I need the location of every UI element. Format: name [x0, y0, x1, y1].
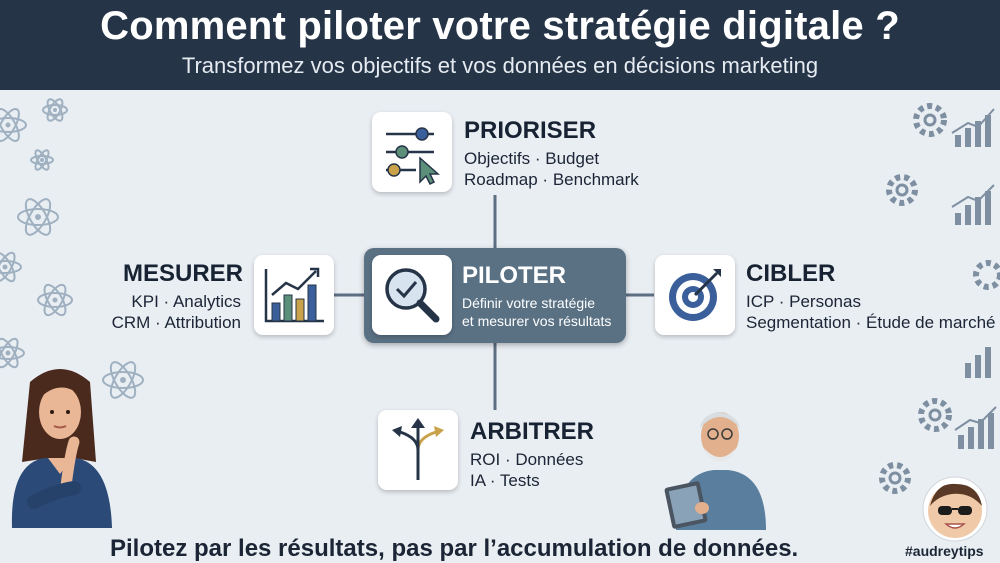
prioriser-icon-card — [372, 112, 452, 192]
cibler-line-2: Segmentation · Étude de marché — [746, 313, 996, 332]
branching-arrows-icon — [392, 418, 444, 480]
prioriser-line-1: Objectifs · Budget — [464, 149, 600, 168]
gear-icon — [879, 103, 1000, 494]
bar-chart-icon — [264, 267, 324, 323]
atom-icon — [0, 98, 73, 369]
mesurer-title: MESURER — [123, 260, 244, 287]
avatar — [922, 476, 988, 542]
sliders-cursor-icon — [386, 127, 440, 186]
cibler-title: CIBLER — [746, 260, 836, 287]
piloter-line-1: Définir votre stratégie — [462, 295, 596, 311]
thinking-woman-illustration — [11, 369, 113, 528]
piloter-line-2: et mesurer vos résultats — [462, 313, 612, 329]
hashtag-label: #audreytips — [905, 543, 984, 559]
cibler-icon-card — [655, 255, 735, 335]
footer-tagline: Pilotez par les résultats, pas par l’acc… — [110, 535, 799, 562]
piloter-center-box: PILOTER Définir votre stratégie et mesur… — [364, 248, 626, 343]
piloter-title: PILOTER — [462, 262, 567, 289]
arbitrer-icon-card — [378, 410, 458, 490]
mesurer-line-1: KPI · Analytics — [131, 292, 241, 311]
mesurer-line-2: CRM · Attribution — [111, 313, 241, 332]
page-title: Comment piloter votre stratégie digitale… — [100, 4, 900, 48]
arbitrer-line-1: ROI · Données — [470, 450, 584, 469]
header-banner: Comment piloter votre stratégie digitale… — [0, 0, 1000, 90]
target-arrow-icon — [669, 269, 721, 321]
man-with-tablet-illustration — [664, 412, 766, 530]
atom-icon — [102, 361, 144, 399]
arbitrer-title: ARBITRER — [470, 418, 594, 445]
page-subtitle: Transformez vos objectifs et vos données… — [181, 53, 819, 78]
prioriser-title: PRIORISER — [464, 117, 597, 144]
prioriser-line-2: Roadmap · Benchmark — [464, 170, 639, 189]
bar-chart-icon — [955, 115, 994, 449]
cibler-line-1: ICP · Personas — [746, 292, 861, 311]
atom-decoration-left — [0, 98, 73, 369]
gear-chart-decoration-right — [879, 103, 1000, 494]
mesurer-icon-card — [254, 255, 334, 335]
magnifier-check-icon — [385, 268, 440, 323]
arbitrer-line-2: IA · Tests — [470, 471, 540, 490]
piloter-icon-card — [372, 255, 452, 335]
